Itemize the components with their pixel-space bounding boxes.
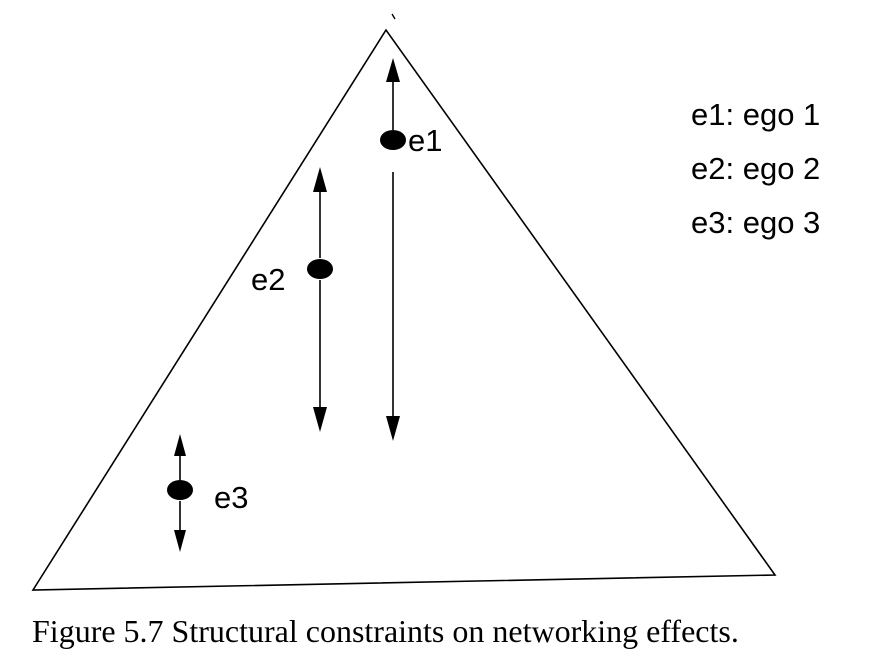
e3-down-arrowhead	[174, 530, 186, 552]
networking-constraints-diagram: e1 e2 e3 e1: ego 1 e2: ego 2 e3: ego 3	[31, 13, 820, 591]
e3-label: e3	[214, 480, 248, 515]
figure-caption: Figure 5.7 Structural constraints on net…	[32, 613, 739, 649]
pyramid-apex-tick	[391, 13, 396, 20]
e2-node	[307, 259, 333, 279]
e3-up-arrowhead	[174, 434, 186, 456]
e2-up-arrowhead	[313, 167, 327, 192]
legend: e1: ego 1 e2: ego 2 e3: ego 3	[691, 97, 820, 240]
e2-down-arrowhead	[313, 407, 327, 432]
e1-label: e1	[408, 123, 442, 158]
e3-node	[167, 480, 193, 500]
e1-up-arrowhead	[386, 58, 400, 82]
legend-item-e2: e2: ego 2	[691, 151, 820, 186]
legend-item-e1: e1: ego 1	[691, 97, 820, 132]
pyramid-triangle	[31, 28, 777, 591]
e1-node	[380, 130, 406, 150]
legend-item-e3: e3: ego 3	[691, 205, 820, 240]
e1-down-arrowhead	[386, 416, 400, 441]
e2-label: e2	[251, 262, 285, 297]
